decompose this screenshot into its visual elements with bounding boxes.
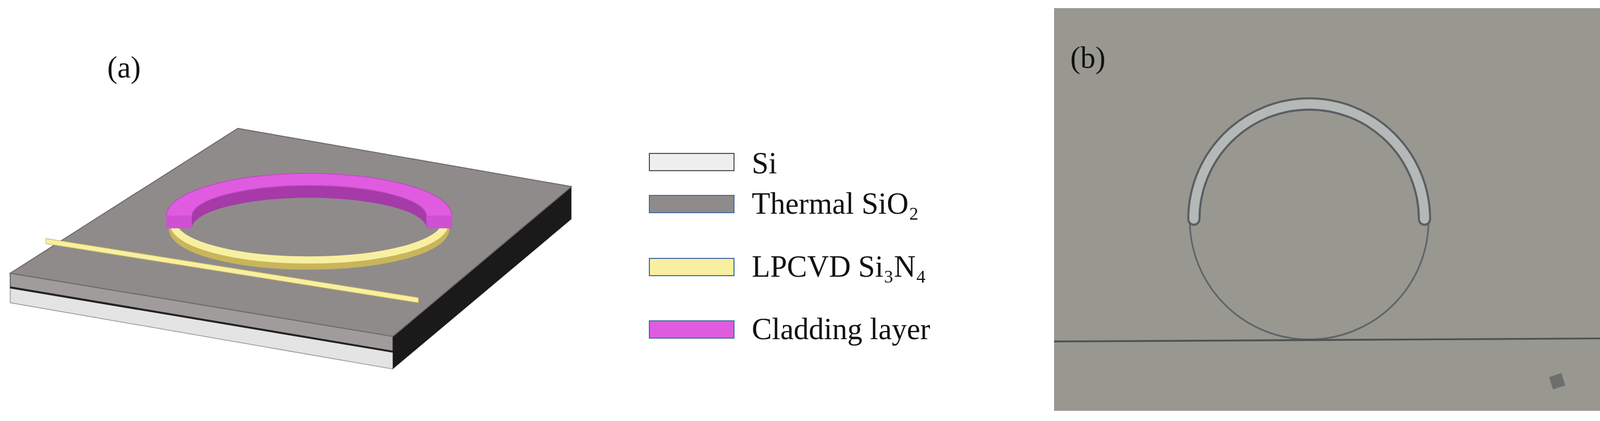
bus-waveguide: [45, 238, 419, 303]
legend-swatch: [648, 320, 735, 339]
legend-swatch: [648, 195, 735, 214]
legend-text: Thermal SiO₂: [751, 185, 919, 223]
legend-swatch: [648, 258, 735, 277]
panel-label: (b): [1070, 39, 1106, 76]
legend-text: Si: [751, 145, 778, 182]
panel-label: (a): [107, 49, 141, 86]
cladding-top: [166, 173, 453, 217]
micrograph-shade: [1054, 8, 1600, 412]
micrograph: [1054, 8, 1600, 412]
cladding-arc: [1193, 104, 1425, 220]
ring-top: [173, 223, 446, 261]
ring-resonator: [1189, 100, 1429, 340]
cladding-end: [166, 216, 192, 229]
legend-text: LPCVD Si₃N₄: [751, 248, 927, 286]
debris: [1548, 373, 1565, 390]
oxide-top: [10, 128, 572, 337]
cladding-arc: [1193, 104, 1425, 220]
legend-swatch: [648, 153, 735, 172]
cladding-end: [426, 216, 452, 229]
bus-waveguide-photo: [1054, 338, 1600, 343]
legend-text: Cladding layer: [751, 311, 931, 348]
